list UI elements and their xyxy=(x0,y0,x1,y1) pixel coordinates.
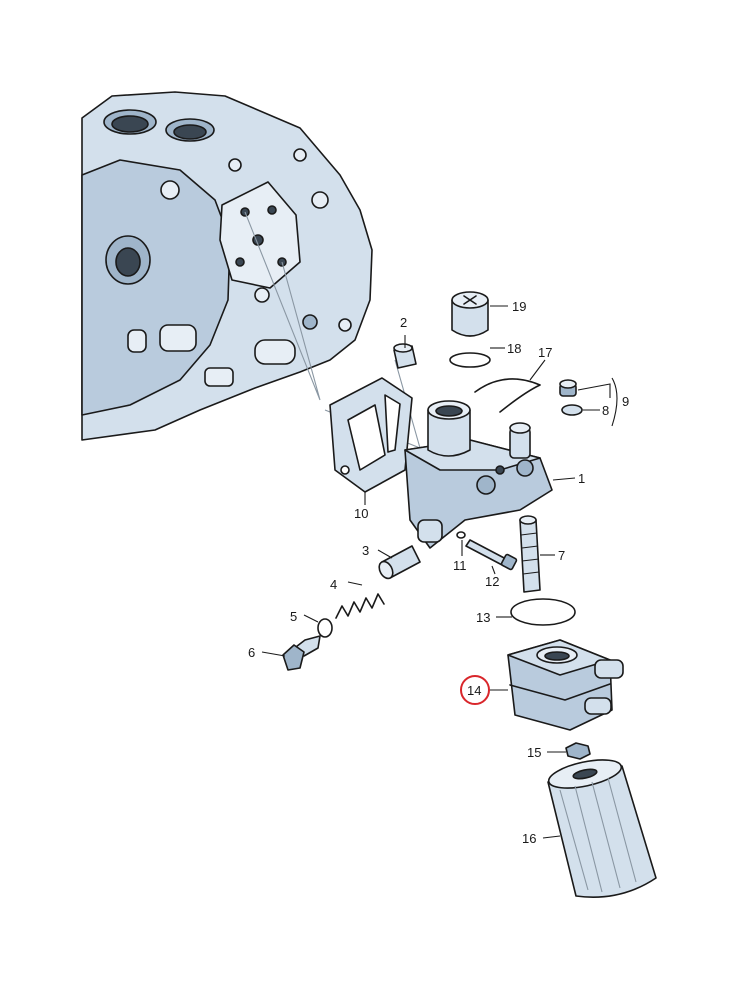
part-13-o-ring[interactable] xyxy=(510,598,576,626)
label-14: 14 xyxy=(467,683,481,698)
guide-line-block-gasket xyxy=(244,211,321,401)
label-6: 6 xyxy=(248,645,255,660)
label-4: 4 xyxy=(330,577,337,592)
engine-block xyxy=(81,91,373,441)
label-7: 7 xyxy=(558,548,565,563)
label-13: 13 xyxy=(476,610,490,625)
part-4-spring[interactable] xyxy=(335,593,385,619)
part-7-threaded-pipe[interactable] xyxy=(519,515,541,593)
part-2-stud[interactable] xyxy=(393,343,417,369)
label-18: 18 xyxy=(507,341,521,356)
label-1: 1 xyxy=(578,471,585,486)
part-5-seal-ring[interactable] xyxy=(317,618,333,638)
part-19-plug[interactable] xyxy=(451,291,489,337)
label-10: 10 xyxy=(354,506,368,521)
part-15-nut[interactable] xyxy=(565,742,591,760)
leader-lines xyxy=(261,305,618,839)
label-11: 11 xyxy=(453,558,467,573)
label-17: 17 xyxy=(538,345,552,360)
label-9: 9 xyxy=(622,394,629,409)
part-18-o-ring[interactable] xyxy=(449,352,491,368)
part-labels: 19 18 17 2 9 8 1 10 3 7 11 12 4 13 5 6 1… xyxy=(248,299,629,846)
part-8-seal-ring[interactable] xyxy=(561,404,583,416)
highlight-circle xyxy=(460,675,490,705)
part-1-oil-filter-housing[interactable] xyxy=(404,400,553,549)
part-9-screw[interactable] xyxy=(559,379,577,397)
part-14-oil-cooler[interactable] xyxy=(507,639,624,731)
part-12-bolt[interactable] xyxy=(465,539,518,571)
label-8: 8 xyxy=(602,403,609,418)
part-3-piston[interactable] xyxy=(376,545,421,581)
part-10-gasket[interactable] xyxy=(329,377,413,493)
label-3: 3 xyxy=(362,543,369,558)
label-15: 15 xyxy=(527,745,541,760)
part-11-o-ring[interactable] xyxy=(456,531,466,539)
part-16-oil-filter[interactable] xyxy=(546,755,657,898)
label-2: 2 xyxy=(400,315,407,330)
label-19: 19 xyxy=(512,299,526,314)
part-6-plug-screw[interactable] xyxy=(282,635,321,671)
label-12: 12 xyxy=(485,574,499,589)
label-5: 5 xyxy=(290,609,297,624)
label-16: 16 xyxy=(522,831,536,846)
part-17-clip[interactable] xyxy=(474,378,541,413)
